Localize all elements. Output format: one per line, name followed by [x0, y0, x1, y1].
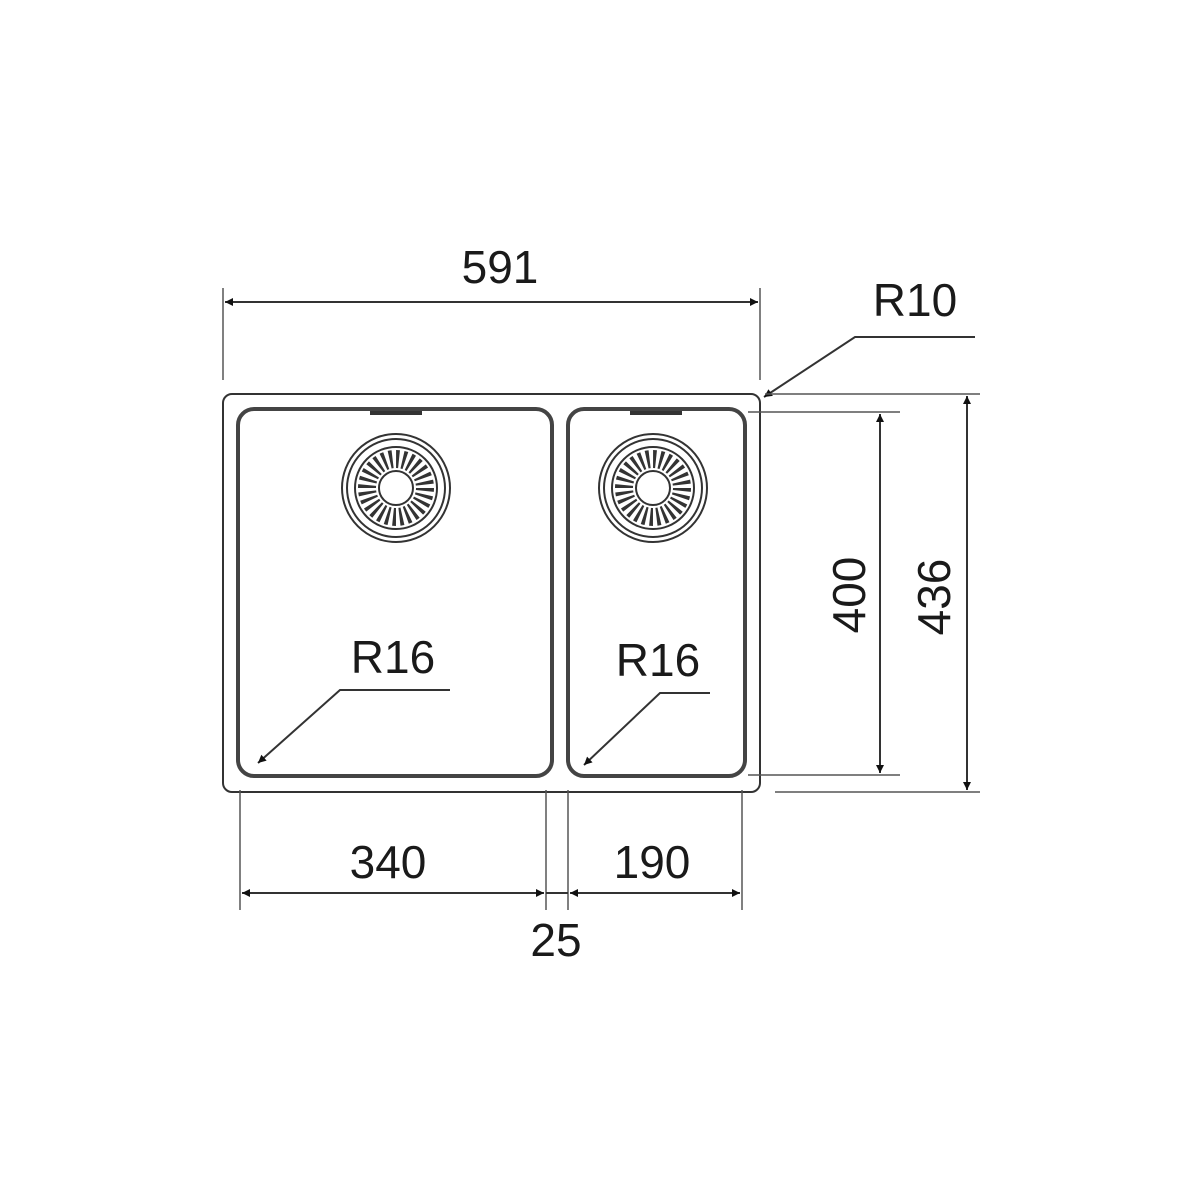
svg-text:25: 25	[530, 914, 581, 966]
right-bowl-radius-callout: R16	[583, 634, 710, 766]
svg-text:R16: R16	[616, 634, 700, 686]
right-drain-icon	[598, 433, 708, 543]
bowl-depth-dimension: 400	[748, 411, 900, 776]
svg-text:R10: R10	[873, 274, 957, 326]
overall-depth-dimension: 436	[765, 393, 980, 793]
right-bowl	[566, 407, 747, 778]
left-bowl	[236, 407, 554, 778]
svg-text:R16: R16	[351, 631, 435, 683]
svg-text:436: 436	[908, 559, 960, 636]
overall-width-dimension: 591	[222, 241, 761, 380]
left-bowl-radius-callout: R16	[257, 631, 450, 764]
outer-radius-callout: R10	[763, 274, 975, 398]
svg-text:190: 190	[614, 836, 691, 888]
sink-outline	[222, 393, 761, 793]
svg-text:400: 400	[823, 557, 875, 634]
left-drain-icon	[341, 433, 451, 543]
bowl-width-dimensions: 340 190 25	[239, 790, 743, 966]
svg-text:591: 591	[462, 241, 539, 293]
svg-text:340: 340	[350, 836, 427, 888]
